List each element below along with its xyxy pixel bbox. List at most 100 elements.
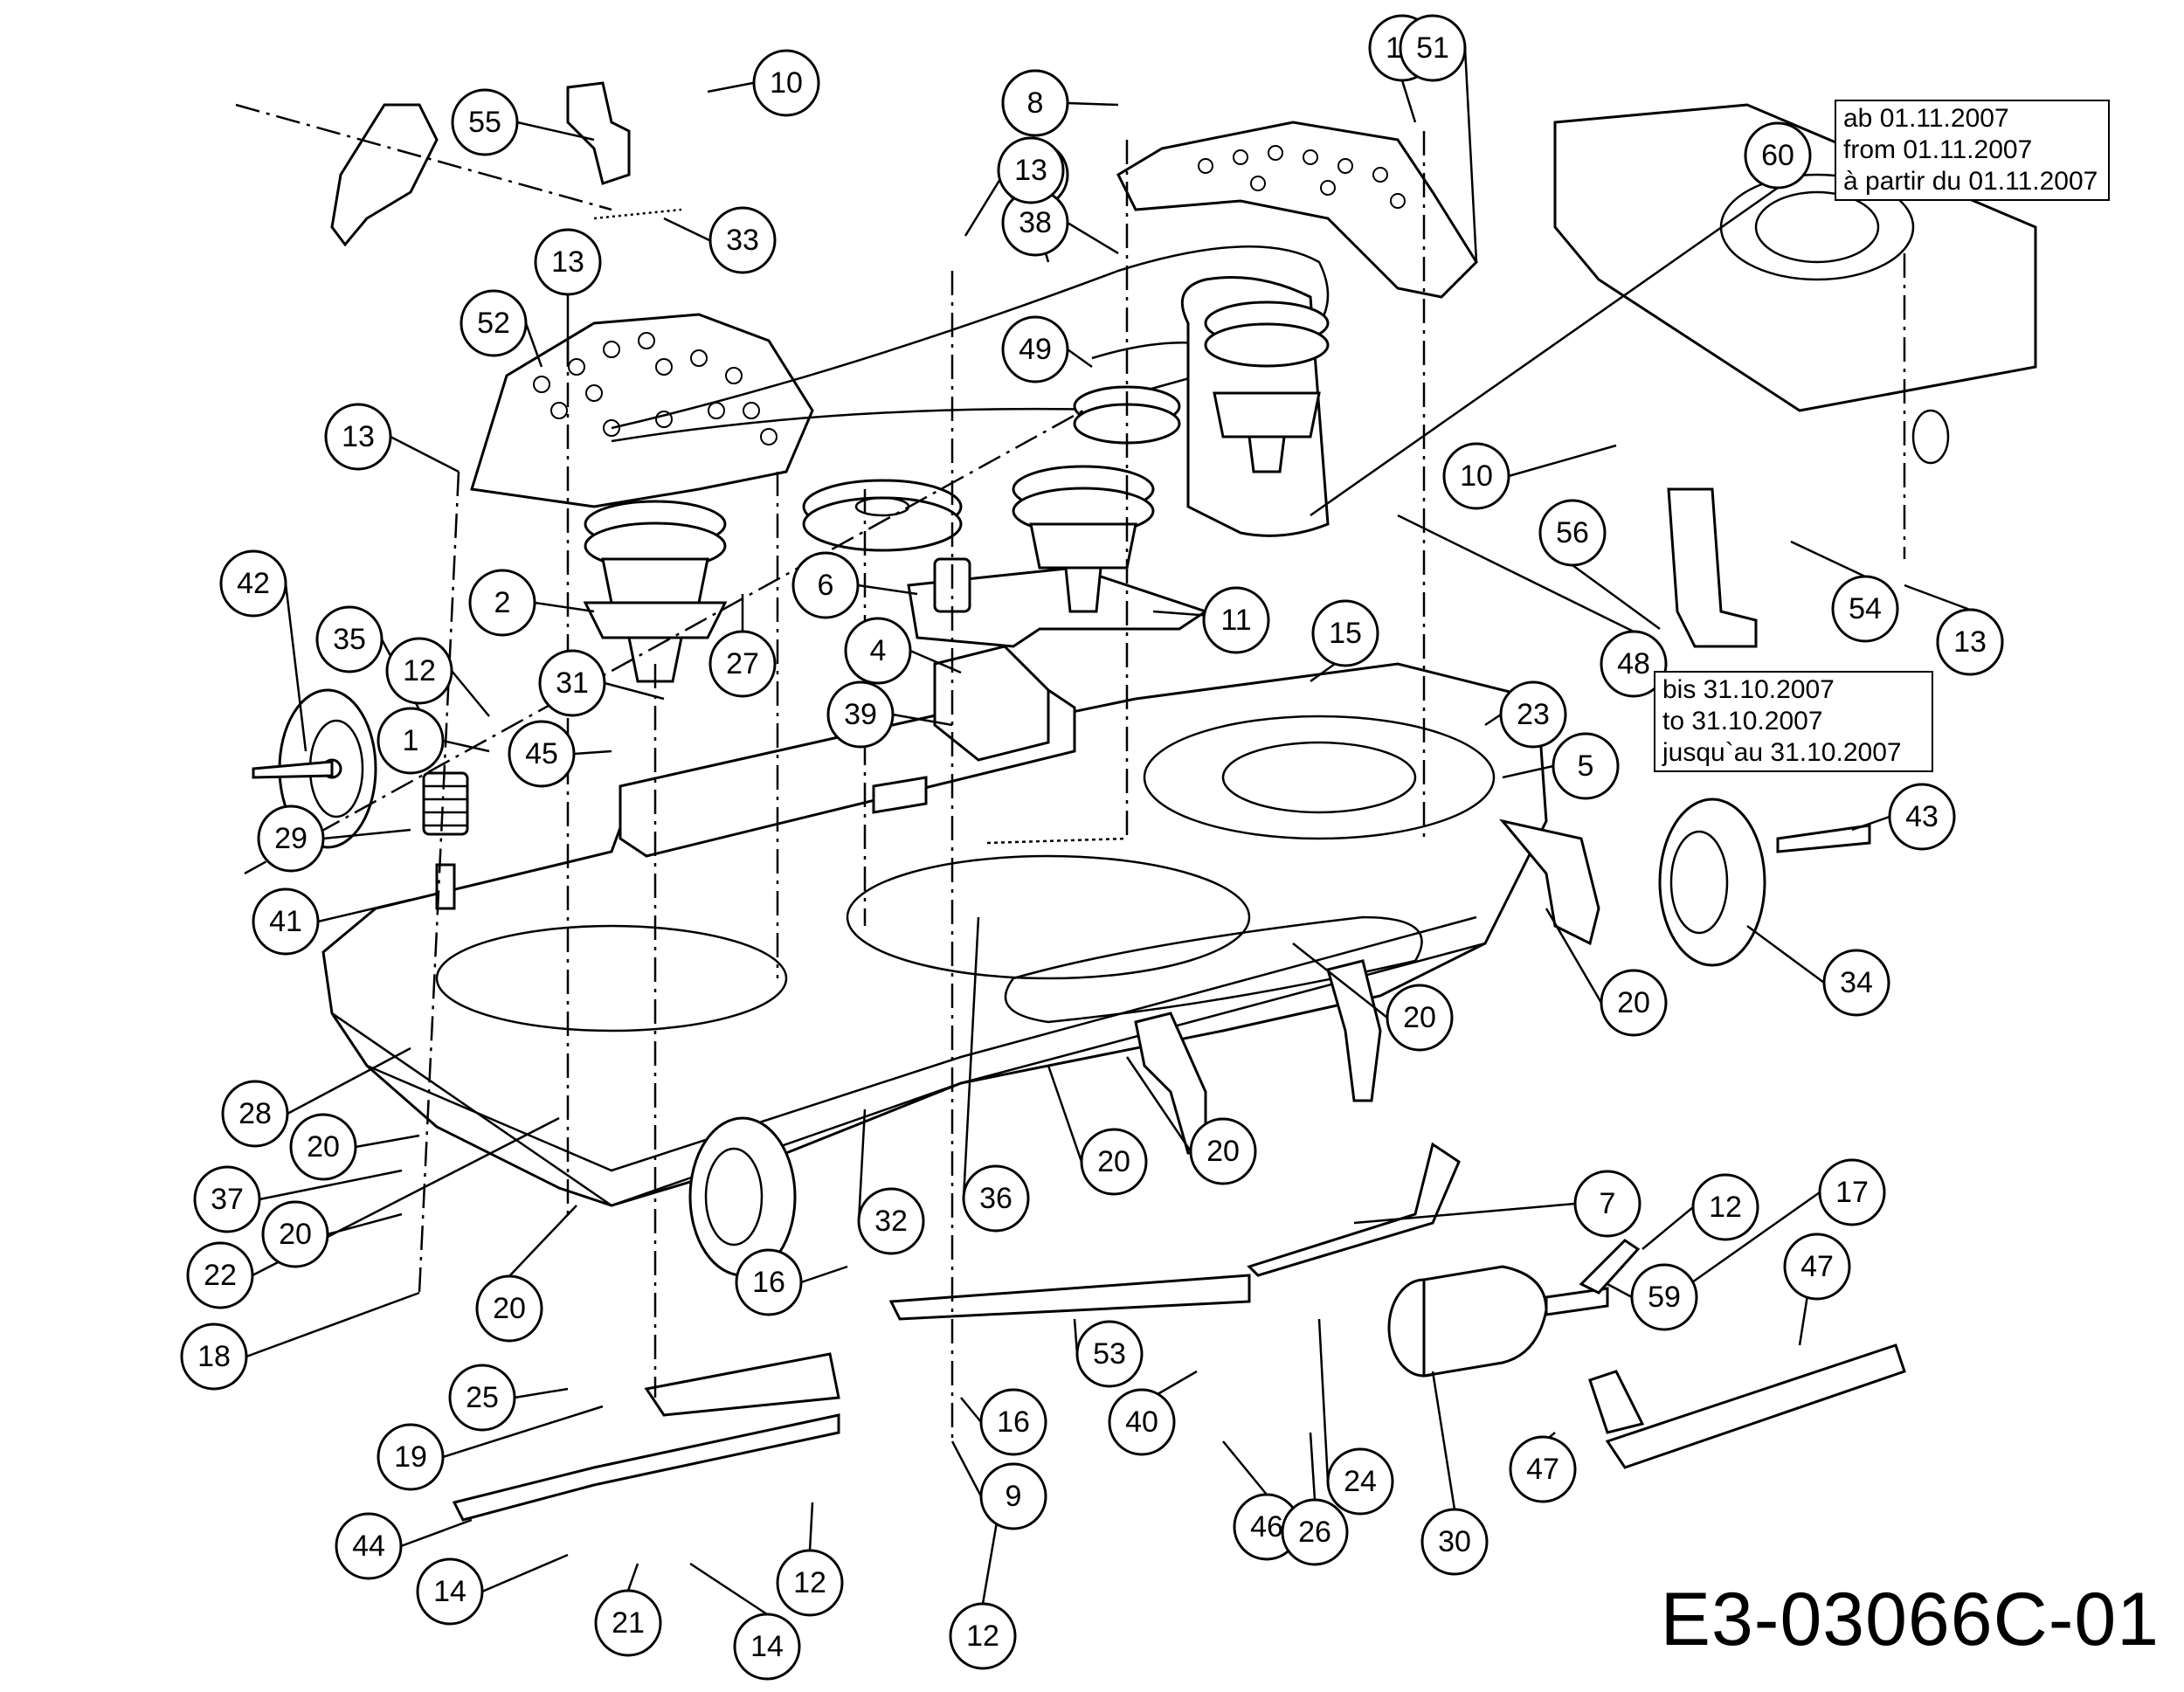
callout-13: 13 [534,228,602,296]
leader-line [1851,815,1890,832]
baffle-53 [644,1352,840,1417]
callout-circle [1600,969,1668,1037]
leader-line [1641,1206,1694,1250]
callout-24: 24 [1326,1447,1394,1516]
gauge-wheel-front [688,1116,797,1277]
leader-line [442,739,490,753]
callout-number: 47 [1526,1453,1559,1486]
callout-53: 53 [1075,1320,1144,1388]
callout-circle [1831,575,1899,643]
leader-line [707,81,754,93]
callout-number: 13 [1014,154,1047,187]
callout-60: 60 [1744,121,1812,190]
callout-number: 20 [1097,1145,1130,1178]
leader-line [1545,908,1603,1004]
callout-32: 32 [857,1187,925,1255]
leader-line [451,670,490,717]
callout-circle [1001,315,1069,383]
callout-circle [1080,1128,1148,1196]
callout-circle [261,1200,329,1268]
callout-circle [1822,949,1890,1017]
leader-line [1067,348,1093,369]
callout-14: 14 [416,1557,484,1626]
callout-number: 48 [1617,647,1650,680]
leader-line [516,121,595,142]
blade-center [888,1274,1251,1321]
callout-7: 7 [1573,1170,1641,1238]
callout-59: 59 [1630,1263,1698,1331]
callout-number: 12 [1709,1191,1742,1224]
callout-number: 54 [1849,592,1882,625]
callout-16: 16 [735,1248,803,1316]
callout-circle [1189,1117,1257,1185]
callout-circle [257,805,325,873]
callout-number: 12 [793,1566,826,1599]
callout-29: 29 [257,805,325,873]
callout-number: 7 [1600,1187,1616,1220]
callout-circle [219,549,287,618]
callout-8: 8 [1001,69,1069,137]
leader-line [1431,1371,1456,1510]
callout-number: 16 [752,1266,785,1299]
gauge-wheel-right [1658,798,1871,967]
callout-circle [733,1613,801,1681]
leader-line [355,1134,420,1149]
blade-right [1247,1142,1461,1277]
callout-circle [1202,586,1270,654]
leader-line [1067,101,1119,107]
callout-31: 31 [538,649,606,717]
callout-number: 12 [966,1619,999,1653]
callout-1: 1 [377,707,445,775]
callout-number: 1 [403,724,419,757]
callout-number: 20 [1617,986,1650,1019]
callout-circle [460,289,528,357]
leader-line [1125,1056,1192,1152]
callout-45: 45 [508,720,576,788]
leader-line [481,1553,569,1593]
callout-circle [979,1388,1047,1456]
callout-circle [979,1462,1047,1530]
callout-number: 11 [1220,604,1251,637]
lift-bracket-55 [330,81,682,247]
callout-56: 56 [1538,499,1607,567]
callout-number: 36 [979,1182,1013,1215]
callout-circle [289,1113,357,1181]
spindle-left [583,500,728,683]
leader-line [1790,540,1866,578]
callout-34: 34 [1822,949,1890,1017]
callout-number: 13 [551,245,584,279]
mower-deck-housing [321,662,1600,1207]
callout-number: 19 [394,1440,427,1474]
blade-left [452,1413,840,1522]
callout-number: 37 [211,1183,244,1216]
leader-line [1047,1065,1083,1163]
callout-circle [335,1512,403,1580]
leader-line [1397,514,1635,633]
leader-line [1067,221,1119,255]
callout-circle [416,1557,484,1626]
leader-line [284,583,308,752]
callout-number: 5 [1578,749,1594,783]
callout-circle [997,136,1065,204]
callout-number: 27 [726,647,759,680]
callout-circle [1744,121,1812,190]
callout-39: 39 [826,680,895,749]
leader-line [524,322,543,368]
callout-4: 4 [844,617,912,685]
leader-line [287,1046,411,1115]
callout-number: 59 [1648,1281,1681,1314]
leader-line [1292,943,1388,1019]
callout-circle [1108,1388,1176,1456]
callout-circle [735,1248,803,1316]
roller-bracket-46 [1588,1343,1906,1469]
callout-circle [1538,499,1607,567]
callout-circle [776,1549,844,1617]
callout-circle [708,630,777,698]
idler-pulley [802,479,963,552]
callout-circle [252,887,320,956]
callout-number: 14 [433,1575,467,1608]
note-from-date: ab 01.11.2007 from 01.11.2007 à partir d… [1835,100,2110,201]
leader-line [960,1397,982,1423]
callout-number: 10 [770,66,803,100]
callout-circle [377,707,445,775]
